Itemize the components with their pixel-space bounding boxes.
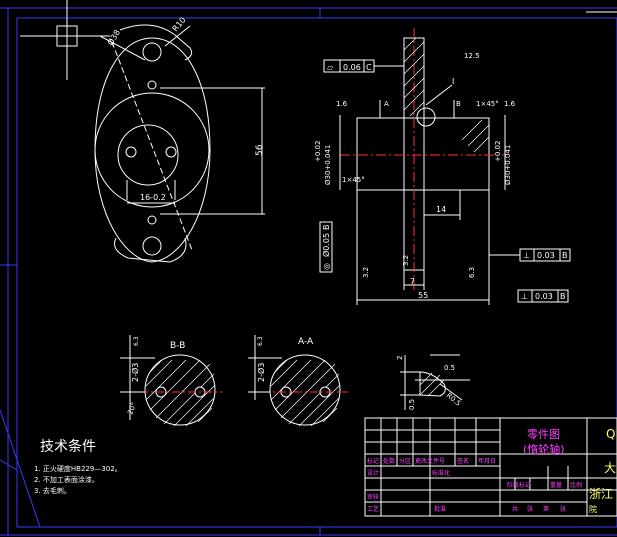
tb-label-sheet2: 张	[560, 505, 566, 513]
tb-label-date: 年月日	[478, 457, 496, 465]
detail-dim-r: R0.5	[445, 391, 462, 407]
title-block-labels: 标记 处数 分区 更改文件号 签名 年月日 设计 标准化 阶段标记 重量 比例 …	[367, 457, 582, 513]
flatness-box: ▱ 0.06 C	[323, 59, 404, 73]
tb-label-mark: 标记	[367, 457, 379, 465]
chamfer-right: 1×45°	[476, 100, 499, 108]
dia-left: Ø30+0.041	[324, 145, 332, 185]
roughness-top: 12.5	[464, 52, 480, 60]
detail-label: I	[452, 77, 454, 86]
section-bb	[120, 335, 222, 427]
tb-label-sign: 签名	[457, 457, 469, 465]
perp1-symbol: ⊥	[523, 251, 530, 260]
perpendicularity-box-1: ⊥ 0.03 B	[489, 248, 571, 262]
coaxial-value: Ø0.05	[321, 233, 331, 257]
perp2-datum: B	[560, 292, 566, 301]
tb-label-weight: 重量	[550, 481, 562, 489]
roughness-3-2: 3.2	[362, 267, 370, 278]
tech-note-3: 3. 去毛刺。	[34, 486, 71, 495]
tb-label-change: 更改文件号	[415, 457, 445, 465]
flatness-value: 0.06	[343, 63, 361, 72]
dim-14: 14	[436, 205, 446, 214]
tb-label-design: 设计	[367, 469, 379, 477]
part-label: 零件图	[527, 428, 560, 441]
title-school2: 院	[589, 504, 597, 514]
front-view	[94, 24, 265, 263]
roughness-left: 1.6	[336, 100, 348, 108]
tb-label-sheet1: 张	[527, 505, 533, 513]
tb-label-no: 第	[543, 505, 549, 513]
title-right-top: Q	[606, 427, 615, 441]
cursor-crosshair	[20, 0, 110, 80]
chamfer-left: 1×45°	[342, 176, 365, 184]
tb-label-stage: 阶段标记	[507, 481, 531, 489]
dia-left-tol: +0.02	[314, 141, 322, 162]
coaxial-symbol: ◎	[322, 263, 331, 270]
diameter-label: Ø38	[105, 28, 122, 47]
section-aa	[248, 335, 348, 427]
detail-dim-0-5a: 0.5	[444, 364, 455, 372]
title-block-grid	[364, 417, 617, 517]
tb-label-zone: 分区	[399, 457, 411, 465]
tb-label-process: 工艺	[367, 505, 379, 513]
dim-7: 7	[410, 277, 415, 286]
tb-label-standard: 标准化	[432, 469, 450, 477]
roughness-3-2b: 3.2	[402, 255, 410, 266]
tb-label-approve: 批准	[434, 505, 446, 513]
section-letter-b: B	[456, 100, 461, 108]
tech-note-2: 2. 不加工表面涂漆。	[34, 475, 99, 484]
roughness-right: 1.6	[504, 100, 516, 108]
perp1-value: 0.03	[537, 251, 555, 260]
title-right-mid: 大	[604, 461, 616, 475]
roughness-aa: 6.3	[257, 336, 264, 346]
dim-55: 55	[418, 291, 428, 300]
slot-dim-label: 16-0.2	[140, 193, 166, 202]
part-name: (惰轮轴)	[523, 442, 565, 456]
side-view	[339, 28, 506, 305]
roughness-6-3: 6.3	[468, 267, 476, 278]
tb-label-review: 审核	[367, 493, 379, 501]
bb-angle: 20°	[126, 401, 138, 415]
detail-dim-0-5b: 0.5	[408, 399, 416, 410]
dia-right-tol: +0.02	[494, 141, 502, 162]
section-letter-a: A	[384, 100, 389, 108]
side-view-hatching	[403, 37, 490, 153]
perp1-datum: B	[562, 251, 568, 260]
detail-view	[400, 354, 470, 410]
section-bb-label: B-B	[170, 341, 185, 351]
tb-label-scale: 比例	[570, 481, 582, 489]
section-aa-label: A-A	[298, 337, 314, 347]
tech-note-1: 1. 正火硬度HB229—302。	[34, 464, 122, 473]
height-dim-label: 56	[255, 144, 265, 156]
flatness-symbol: ▱	[327, 63, 334, 72]
tb-label-total: 共	[512, 505, 518, 513]
tech-notes-title: 技术条件	[40, 438, 96, 455]
coaxial-datum: B	[322, 225, 331, 231]
tb-label-count: 处数	[383, 457, 395, 465]
aa-hole-dim: 2-Ø3	[256, 363, 266, 382]
bb-hole-dim: 2-Ø3	[130, 363, 140, 382]
detail-dim-2: 2	[396, 356, 404, 360]
dia-right: Ø30+0.041	[504, 145, 512, 185]
flatness-datum: C	[366, 63, 372, 72]
coaxial-box: ◎ Ø0.05 B	[319, 221, 333, 273]
perpendicularity-box-2: ⊥ 0.03 B	[517, 289, 569, 303]
roughness-bb: 6.3	[133, 336, 140, 346]
title-school: 浙江	[589, 487, 613, 501]
perp2-symbol: ⊥	[521, 292, 528, 301]
perp2-value: 0.03	[535, 292, 553, 301]
sheet-border	[0, 7, 617, 536]
